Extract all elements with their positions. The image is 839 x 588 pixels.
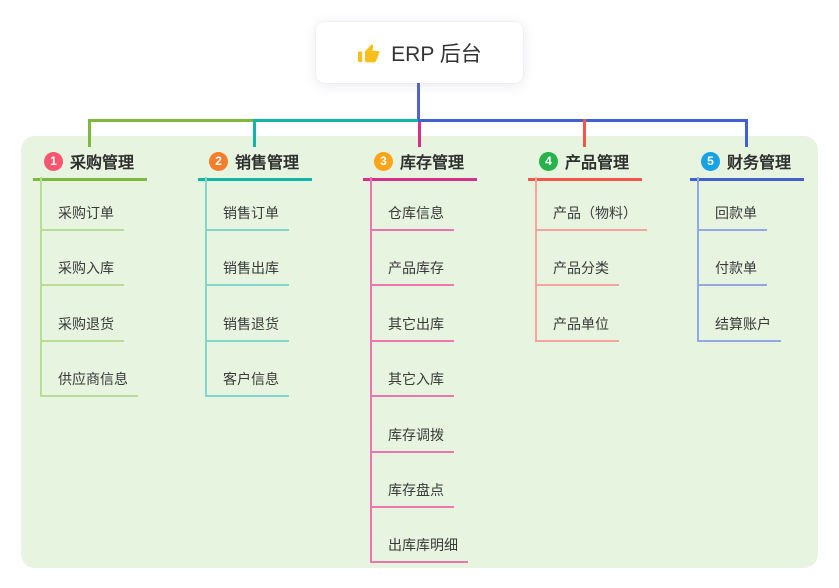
connector-segment-3 [418,119,747,122]
thumbs-up-icon [358,43,380,62]
branch-drop-line-5 [745,119,748,147]
child-node[interactable]: 出库库明细 [370,535,468,564]
branch-drop-line-1 [88,119,91,147]
child-node[interactable]: 库存盘点 [370,480,454,508]
child-node[interactable]: 产品（物料） [535,203,647,231]
branch-node-4[interactable]: 4 产品管理 [528,149,642,181]
branch-trunk-line-2 [205,177,207,397]
root-connector-line [417,83,420,121]
child-node[interactable]: 销售出库 [205,258,289,287]
child-node[interactable]: 库存调拨 [370,425,454,453]
branch-trunk-line-3 [370,177,372,563]
branches-panel [21,136,818,568]
branch-node-3[interactable]: 3 库存管理 [363,149,477,181]
branch-node-1[interactable]: 1 采购管理 [33,149,147,181]
child-node[interactable]: 销售订单 [205,203,289,231]
child-node[interactable]: 其它出库 [370,314,454,342]
connector-segment-2 [253,119,418,122]
branch-number-badge-3: 3 [374,151,393,171]
branch-title-label: 财务管理 [727,155,792,172]
branch-trunk-line-4 [535,177,537,341]
branch-number-badge-5: 5 [701,151,720,171]
child-node[interactable]: 付款单 [697,258,767,287]
child-node[interactable]: 采购订单 [40,203,124,231]
branch-title-label: 产品管理 [565,155,630,172]
child-node[interactable]: 采购入库 [40,258,124,287]
branch-title-label: 库存管理 [400,155,465,172]
branch-node-2[interactable]: 2 销售管理 [198,149,312,181]
branch-node-5[interactable]: 5 财务管理 [690,149,804,181]
child-node[interactable]: 仓库信息 [370,203,454,231]
branch-trunk-line-5 [697,177,699,341]
branch-drop-line-3 [418,122,421,147]
branch-number-badge-1: 1 [44,151,63,171]
branch-title-label: 采购管理 [70,155,135,172]
root-node-erp[interactable]: ERP 后台 [316,22,523,83]
child-node[interactable]: 结算账户 [697,314,781,342]
branch-number-badge-2: 2 [209,151,228,171]
branch-drop-line-4 [583,119,586,147]
root-node-label: ERP 后台 [391,42,482,66]
branch-drop-line-2 [253,119,256,147]
child-node[interactable]: 销售退货 [205,314,289,342]
child-node[interactable]: 其它入库 [370,369,454,398]
branch-title-label: 销售管理 [235,155,300,172]
child-node[interactable]: 产品分类 [535,258,619,287]
child-node[interactable]: 供应商信息 [40,369,138,398]
child-node[interactable]: 回款单 [697,203,767,231]
child-node[interactable]: 产品库存 [370,258,454,287]
child-node[interactable]: 产品单位 [535,314,619,342]
branch-number-badge-4: 4 [539,151,558,171]
child-node[interactable]: 采购退货 [40,314,124,342]
branch-trunk-line-1 [40,177,42,397]
connector-segment-1 [88,119,253,122]
child-node[interactable]: 客户信息 [205,369,289,398]
